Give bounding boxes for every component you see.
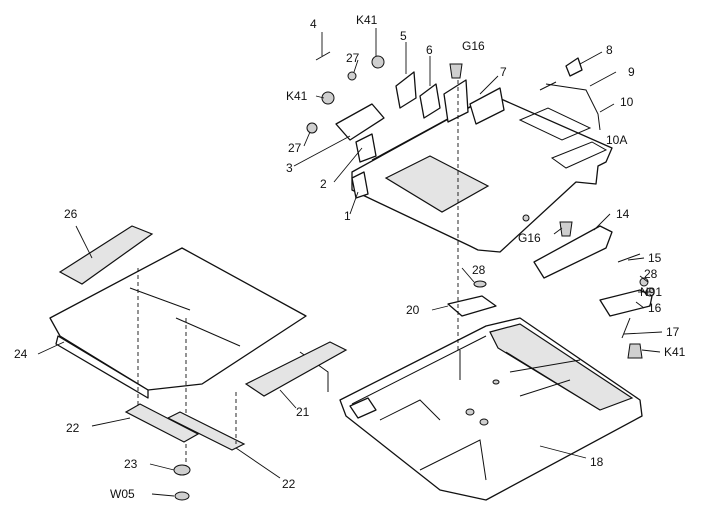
callout-10a: 10A xyxy=(606,133,627,147)
callout-23: 23 xyxy=(124,457,138,471)
callout-28-right: 28 xyxy=(644,267,658,281)
callout-20: 20 xyxy=(406,303,420,317)
callout-k41-right: K41 xyxy=(664,345,686,359)
callout-18: 18 xyxy=(590,455,604,469)
left-bracket xyxy=(58,225,154,285)
upper-frame-plate xyxy=(351,94,613,253)
rear-brackets xyxy=(335,71,505,199)
clip-part xyxy=(565,57,583,77)
callout-24: 24 xyxy=(14,347,28,361)
callout-5: 5 xyxy=(400,29,407,43)
callout-7: 7 xyxy=(500,65,507,79)
callout-27-upper: 27 xyxy=(346,51,360,65)
lower-hardware xyxy=(173,464,191,501)
callout-w05: W05 xyxy=(110,487,135,501)
cover-panel xyxy=(49,247,329,470)
callout-22-left: 22 xyxy=(66,421,80,435)
callout-15: 15 xyxy=(648,251,662,265)
callout-21: 21 xyxy=(296,405,310,419)
right-brackets xyxy=(533,225,655,359)
callout-6: 6 xyxy=(426,43,433,57)
callout-16: 16 xyxy=(648,301,662,315)
callout-22-right: 22 xyxy=(282,477,296,491)
callout-4: 4 xyxy=(310,17,317,31)
bracket-rod xyxy=(545,83,601,131)
center-bracket xyxy=(447,280,497,317)
callout-g16-lower: G16 xyxy=(518,231,541,245)
callout-k41-left: K41 xyxy=(286,89,308,103)
base-housing xyxy=(339,317,643,501)
callout-26: 26 xyxy=(64,207,78,221)
callout-10: 10 xyxy=(620,95,634,109)
lower-bracket xyxy=(244,341,348,397)
callout-k41-top: K41 xyxy=(356,13,378,27)
callout-1: 1 xyxy=(344,209,351,223)
callout-14: 14 xyxy=(616,207,630,221)
callout-2: 2 xyxy=(320,177,327,191)
upper-hardware xyxy=(306,51,573,237)
callout-17: 17 xyxy=(666,325,680,339)
leader-lines xyxy=(37,28,663,497)
callout-27-lower: 27 xyxy=(288,141,302,155)
rails xyxy=(124,403,246,451)
callout-28-center: 28 xyxy=(472,263,486,277)
callout-3: 3 xyxy=(286,161,293,175)
callout-g16-top: G16 xyxy=(462,39,485,53)
callout-9: 9 xyxy=(628,65,635,79)
callout-n91: N91 xyxy=(640,285,662,299)
callout-labels: 4 K41 5 G16 8 27 6 7 9 K41 10 10A 27 3 2… xyxy=(14,13,686,501)
callout-8: 8 xyxy=(606,43,613,57)
